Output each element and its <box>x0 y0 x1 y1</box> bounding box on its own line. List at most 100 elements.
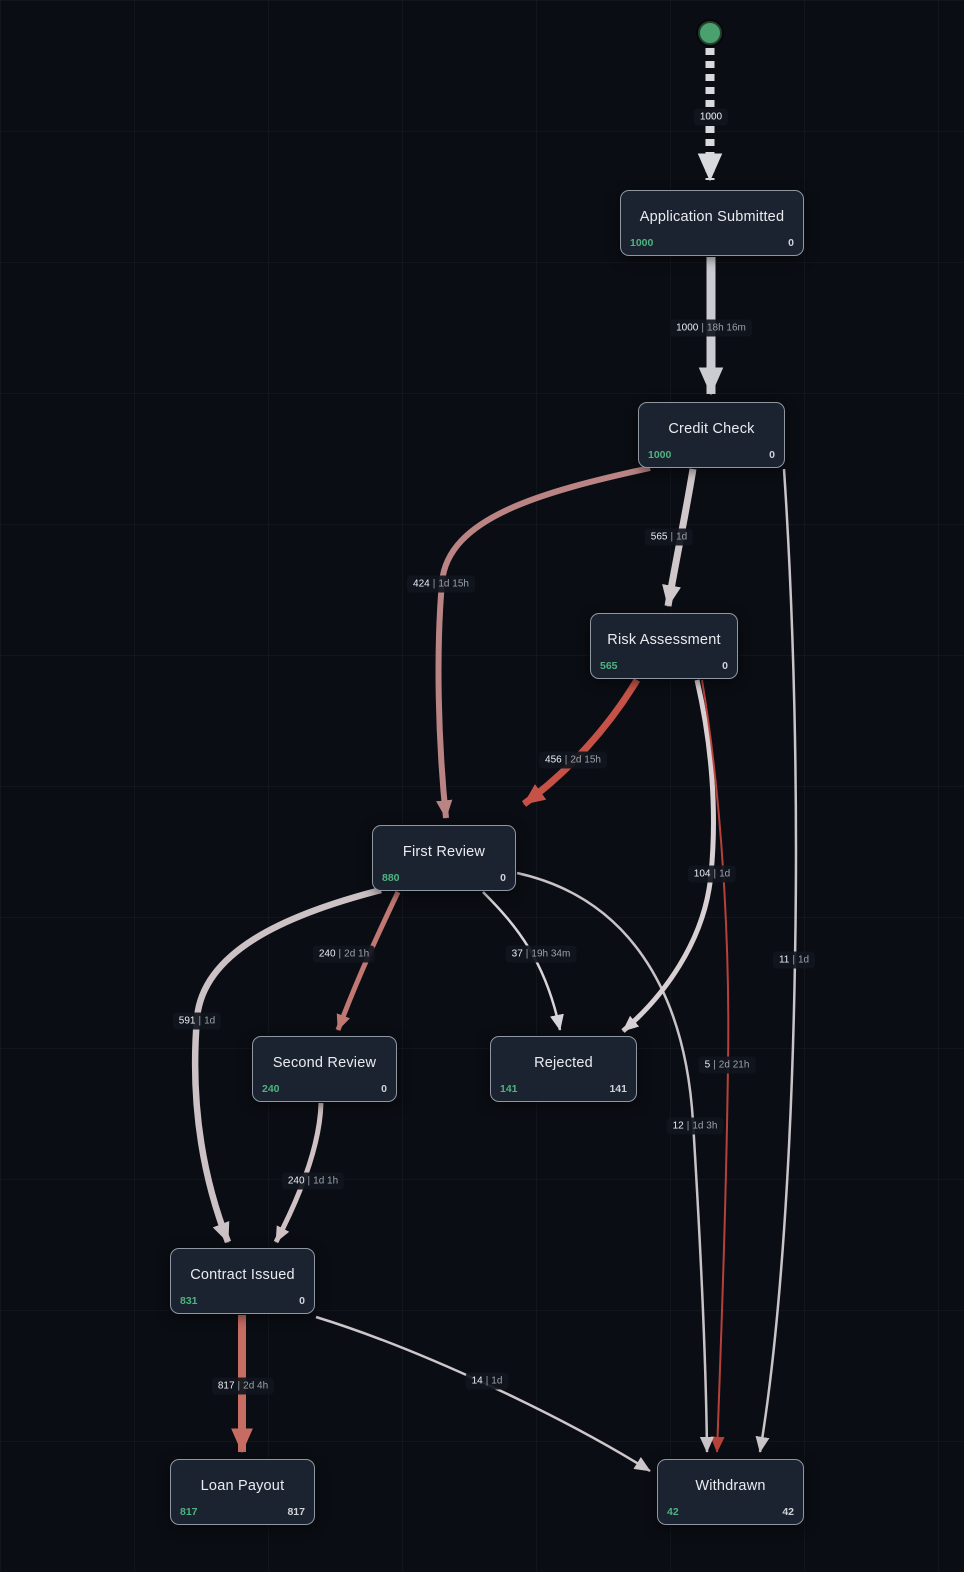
node-end-count: 42 <box>782 1506 794 1518</box>
node-incoming-count: 565 <box>600 660 618 672</box>
edge-label-first-review-to-contract-issued[interactable]: 591|1d <box>172 1012 222 1030</box>
edge-duration: 1d <box>719 868 731 880</box>
edge-count: 1000 <box>676 322 699 334</box>
node-contract-issued[interactable]: Contract Issued 831 0 <box>170 1248 315 1314</box>
node-title: Second Review <box>272 1055 377 1071</box>
node-title: First Review <box>402 844 486 860</box>
node-title: Risk Assessment <box>607 632 721 648</box>
edge-count: 424 <box>413 578 430 590</box>
edge-label-application-submitted-to-credit-check[interactable]: 1000|18h 16m <box>670 319 752 337</box>
edge-label-separator: | <box>237 1380 241 1392</box>
edge-count: 565 <box>650 531 668 543</box>
edge-duration: 2d 21h <box>718 1059 750 1071</box>
edge-count: 240 <box>318 948 336 960</box>
node-incoming-count: 141 <box>500 1083 518 1095</box>
edge-label-credit-check-to-first-review[interactable]: 424|1d 15h <box>407 575 475 593</box>
edge-label-first-review-to-rejected[interactable]: 37|19h 34m <box>505 945 577 963</box>
node-rejected[interactable]: Rejected 141 141 <box>490 1036 637 1102</box>
edge-label-separator: | <box>686 1120 690 1132</box>
node-title: Contract Issued <box>190 1267 295 1283</box>
node-end-count: 0 <box>299 1295 305 1307</box>
node-end-count: 0 <box>500 872 506 884</box>
node-title: Application Submitted <box>639 209 785 225</box>
edge-count: 5 <box>704 1059 711 1071</box>
edge-label-separator: | <box>564 754 568 766</box>
edge-label-separator: | <box>485 1375 489 1387</box>
edge-label-separator: | <box>307 1175 311 1187</box>
edge-label-contract-issued-to-loan-payout[interactable]: 817|2d 4h <box>211 1377 275 1395</box>
edge-duration: 1d <box>797 954 810 966</box>
edge-count: 591 <box>178 1015 196 1027</box>
edge-duration: 19h 34m <box>531 948 571 960</box>
edge-count: 14 <box>471 1375 483 1387</box>
edge-label-first-review-to-withdrawn[interactable]: 12|1d 3h <box>666 1117 724 1135</box>
edge-count: 37 <box>511 948 523 960</box>
node-incoming-count: 831 <box>180 1295 198 1307</box>
node-title: Withdrawn <box>695 1478 766 1494</box>
edge-label-risk-assessment-to-first-review[interactable]: 456|2d 15h <box>539 751 607 769</box>
edge-label-separator: | <box>713 1059 716 1071</box>
node-incoming-count: 240 <box>262 1083 280 1095</box>
edge-risk-assessment-to-first-review[interactable] <box>521 678 640 807</box>
edge-label-risk-assessment-to-rejected[interactable]: 104|1d <box>687 865 737 883</box>
node-stats: 141 141 <box>500 1083 627 1095</box>
node-end-count: 0 <box>381 1083 387 1095</box>
edge-label-start-to-application-submitted[interactable]: 1000| <box>693 108 729 126</box>
node-stats: 831 0 <box>180 1295 305 1307</box>
node-credit-check[interactable]: Credit Check 1000 0 <box>638 402 785 468</box>
node-stats: 1000 0 <box>630 237 794 249</box>
node-stats: 565 0 <box>600 660 728 672</box>
edge-label-credit-check-to-risk-assessment[interactable]: 565|1d <box>644 528 694 546</box>
start-node[interactable] <box>698 21 722 45</box>
edge-duration: 1d 1h <box>313 1175 339 1187</box>
node-stats: 240 0 <box>262 1083 387 1095</box>
node-incoming-count: 1000 <box>630 237 654 249</box>
node-end-count: 0 <box>769 449 775 461</box>
edge-count: 11 <box>778 954 790 966</box>
node-stats: 1000 0 <box>648 449 775 461</box>
node-end-count: 817 <box>287 1506 305 1518</box>
edge-duration: 2d 1h <box>344 948 370 960</box>
node-incoming-count: 880 <box>382 872 400 884</box>
node-title: Loan Payout <box>200 1478 285 1494</box>
node-risk-assessment[interactable]: Risk Assessment 565 0 <box>590 613 738 679</box>
node-second-review[interactable]: Second Review 240 0 <box>252 1036 397 1102</box>
node-incoming-count: 817 <box>180 1506 198 1518</box>
edge-second-review-to-contract-issued[interactable] <box>273 1102 324 1244</box>
node-title: Rejected <box>534 1055 593 1071</box>
node-end-count: 0 <box>722 660 728 672</box>
node-end-count: 0 <box>788 237 794 249</box>
edge-label-first-review-to-second-review[interactable]: 240|2d 1h <box>312 945 376 963</box>
edge-label-separator: | <box>670 531 674 543</box>
edge-label-contract-issued-to-withdrawn[interactable]: 14|1d <box>465 1372 509 1390</box>
edge-duration: 2d 4h <box>243 1380 269 1392</box>
edge-count: 12 <box>672 1120 684 1132</box>
edge-label-separator: | <box>198 1015 202 1027</box>
edge-contract-issued-to-withdrawn[interactable] <box>315 1315 651 1473</box>
edge-duration: 1d <box>676 531 688 543</box>
edge-duration: 2d 15h <box>570 754 601 766</box>
node-title: Credit Check <box>668 421 755 437</box>
edge-count: 240 <box>287 1175 305 1187</box>
node-end-count: 141 <box>609 1083 627 1095</box>
node-stats: 880 0 <box>382 872 506 884</box>
edge-count: 104 <box>693 868 711 880</box>
edge-label-credit-check-to-withdrawn[interactable]: 11|1d <box>772 951 816 969</box>
edge-label-separator: | <box>701 322 704 334</box>
edge-label-risk-assessment-to-withdrawn[interactable]: 5|2d 21h <box>698 1056 756 1074</box>
node-incoming-count: 1000 <box>648 449 672 461</box>
edge-label-second-review-to-contract-issued[interactable]: 240|1d 1h <box>281 1172 345 1190</box>
edge-duration: 1d <box>204 1015 216 1027</box>
edge-label-separator: | <box>713 868 717 880</box>
edge-label-separator: | <box>792 954 795 966</box>
edge-risk-assessment-to-rejected[interactable] <box>621 679 716 1033</box>
edge-label-separator: | <box>432 578 436 590</box>
edge-count: 817 <box>217 1380 235 1392</box>
node-application-submitted[interactable]: Application Submitted 1000 0 <box>620 190 804 256</box>
